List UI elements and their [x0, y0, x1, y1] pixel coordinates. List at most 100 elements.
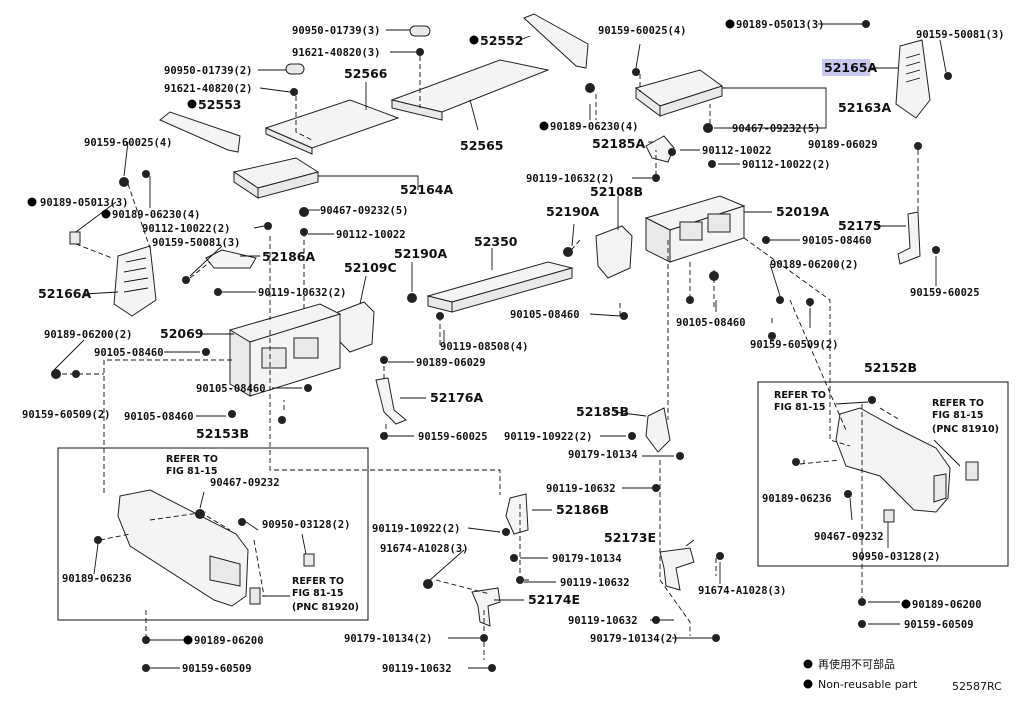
- label-90105-08460-mid[interactable]: 90105-08460: [510, 309, 580, 321]
- part-52566-plate[interactable]: [264, 99, 400, 155]
- label-52152B[interactable]: 52152B: [864, 360, 917, 375]
- label-90467-09232-5-left[interactable]: 90467-09232(5): [320, 205, 409, 217]
- label-52153B[interactable]: 52153B: [196, 426, 249, 441]
- part-52152B-bumper-end[interactable]: [835, 407, 979, 513]
- label-90105-08460-left2[interactable]: 90105-08460: [196, 383, 266, 395]
- label-90179-10134-right[interactable]: 90179-10134: [568, 449, 638, 461]
- label-90119-10922-2-right[interactable]: 90119-10922(2): [504, 431, 593, 443]
- part-52174E-bracket[interactable]: [471, 587, 501, 627]
- label-52190A-right[interactable]: 52190A: [546, 204, 599, 219]
- label-90179-10134-2-right[interactable]: 90179-10134(2): [590, 633, 679, 645]
- label-90159-60025-4-top[interactable]: 90159-60025(4): [598, 25, 687, 37]
- label-90119-08508-4[interactable]: 90119-08508(4): [440, 341, 529, 353]
- part-52164A-pad[interactable]: [232, 157, 320, 199]
- label-90189-05013-3-left[interactable]: 90189-05013(3): [40, 197, 129, 209]
- label-90119-10632-mid2[interactable]: 90119-10632: [560, 577, 630, 589]
- label-52174E[interactable]: 52174E: [528, 592, 580, 607]
- label-90159-60509-left[interactable]: 90159-60509: [182, 663, 252, 675]
- label-52186B[interactable]: 52186B: [556, 502, 609, 517]
- part-52153B-bumper-end[interactable]: [117, 489, 249, 607]
- label-52185A[interactable]: 52185A: [592, 136, 645, 151]
- label-90105-08460-mid2[interactable]: 90105-08460: [676, 317, 746, 329]
- label-90189-06200-left[interactable]: 90189-06200: [194, 635, 264, 647]
- label-90112-10022-right[interactable]: 90112-10022: [702, 145, 772, 157]
- label-90950-01739-2[interactable]: 90950-01739(2): [164, 65, 253, 77]
- label-52350[interactable]: 52350: [474, 234, 518, 249]
- part-52553-strip[interactable]: [159, 111, 241, 153]
- part-52186B-bracket[interactable]: [505, 493, 529, 535]
- label-90159-50081-3-left[interactable]: 90159-50081(3): [152, 237, 241, 249]
- label-52019A[interactable]: 52019A: [776, 204, 829, 219]
- label-90950-01739-3[interactable]: 90950-01739(3): [292, 25, 381, 37]
- label-52186A[interactable]: 52186A: [262, 249, 315, 264]
- part-52019A-reinforcement[interactable]: [644, 195, 746, 263]
- part-52166A-bracket[interactable]: [113, 245, 157, 317]
- label-90119-10632-2-right[interactable]: 90119-10632(2): [526, 173, 615, 185]
- label-90159-60509-2-left[interactable]: 90159-60509(2): [22, 409, 111, 421]
- label-52553[interactable]: 52553: [198, 97, 242, 112]
- label-90105-08460-right[interactable]: 90105-08460: [802, 235, 872, 247]
- label-52176A[interactable]: 52176A: [430, 390, 483, 405]
- label-90179-10134-mid[interactable]: 90179-10134: [552, 553, 622, 565]
- label-91621-40820-3[interactable]: 91621-40820(3): [292, 47, 381, 59]
- label-90189-06230-4-top[interactable]: 90189-06230(4): [550, 121, 639, 133]
- part-52185B-bracket[interactable]: [645, 407, 671, 453]
- label-52166A[interactable]: 52166A: [38, 286, 91, 301]
- part-52163A-pad[interactable]: [634, 69, 724, 117]
- label-90159-60509-2-right[interactable]: 90159-60509(2): [750, 339, 839, 351]
- label-52190A-left[interactable]: 52190A: [394, 246, 447, 261]
- label-90467-09232-5-top[interactable]: 90467-09232(5): [732, 123, 821, 135]
- label-90119-10632-bottom-right[interactable]: 90119-10632: [568, 615, 638, 627]
- label-90119-10632-bottom[interactable]: 90119-10632: [382, 663, 452, 675]
- part-52165A-bracket[interactable]: [895, 39, 931, 119]
- label-90467-09232-right[interactable]: 90467-09232: [814, 531, 884, 543]
- part-52175-bracket[interactable]: [897, 211, 921, 265]
- label-90189-06200-2-left[interactable]: 90189-06200(2): [44, 329, 133, 341]
- label-90119-10922-2-left[interactable]: 90119-10922(2): [372, 523, 461, 535]
- label-90189-06236-left[interactable]: 90189-06236: [62, 573, 132, 585]
- label-90119-10632-mid[interactable]: 90119-10632: [546, 483, 616, 495]
- part-52108B-cap[interactable]: [595, 225, 633, 279]
- label-90159-60509-right[interactable]: 90159-60509: [904, 619, 974, 631]
- label-52069[interactable]: 52069: [160, 326, 204, 341]
- label-90105-08460-left[interactable]: 90105-08460: [94, 347, 164, 359]
- label-52565[interactable]: 52565: [460, 138, 504, 153]
- label-52109C[interactable]: 52109C: [344, 260, 397, 275]
- label-52185B[interactable]: 52185B: [576, 404, 629, 419]
- label-90179-10134-2-left[interactable]: 90179-10134(2): [344, 633, 433, 645]
- label-52163A[interactable]: 52163A: [838, 100, 891, 115]
- label-90112-10022-2-right[interactable]: 90112-10022(2): [742, 159, 831, 171]
- label-90112-10022-left[interactable]: 90112-10022: [336, 229, 406, 241]
- label-90189-06236-right[interactable]: 90189-06236: [762, 493, 832, 505]
- part-52552-strip[interactable]: [523, 13, 589, 69]
- label-90159-60025-4-left[interactable]: 90159-60025(4): [84, 137, 173, 149]
- part-52186A-bracket[interactable]: [205, 249, 257, 269]
- label-52164A[interactable]: 52164A: [400, 182, 453, 197]
- part-52173E-bracket[interactable]: [659, 547, 695, 591]
- part-52069-reinforcement[interactable]: [228, 303, 342, 397]
- label-91674-A1028-3-left[interactable]: 91674-A1028(3): [380, 543, 469, 555]
- label-90189-06029-mid[interactable]: 90189-06029: [416, 357, 486, 369]
- label-90159-60025-right[interactable]: 90159-60025: [910, 287, 980, 299]
- label-52566[interactable]: 52566: [344, 66, 388, 81]
- label-52165A[interactable]: 52165A: [824, 60, 877, 75]
- label-52108B[interactable]: 52108B: [590, 184, 643, 199]
- label-90189-06230-4-left[interactable]: 90189-06230(4): [112, 209, 201, 221]
- label-52173E[interactable]: 52173E: [604, 530, 656, 545]
- label-90189-06200-right[interactable]: 90189-06200: [912, 599, 982, 611]
- label-52175[interactable]: 52175: [838, 218, 882, 233]
- label-90950-03128-2-right[interactable]: 90950-03128(2): [852, 551, 941, 563]
- label-90159-60025-mid[interactable]: 90159-60025: [418, 431, 488, 443]
- label-90112-10022-2-left[interactable]: 90112-10022(2): [142, 223, 231, 235]
- label-90189-06029-top[interactable]: 90189-06029: [808, 139, 878, 151]
- label-90189-05013-3-top[interactable]: 90189-05013(3): [736, 19, 825, 31]
- label-90105-08460-left3[interactable]: 90105-08460: [124, 411, 194, 423]
- label-91621-40820-2[interactable]: 91621-40820(2): [164, 83, 253, 95]
- part-52565-plate[interactable]: [390, 59, 550, 121]
- label-52552[interactable]: 52552: [480, 33, 524, 48]
- label-90950-03128-2-left[interactable]: 90950-03128(2): [262, 519, 351, 531]
- part-52109C-cap[interactable]: [337, 301, 375, 353]
- part-52350-bar[interactable]: [426, 261, 574, 313]
- label-90467-09232-left[interactable]: 90467-09232: [210, 477, 280, 489]
- part-52176A-bracket[interactable]: [375, 377, 407, 425]
